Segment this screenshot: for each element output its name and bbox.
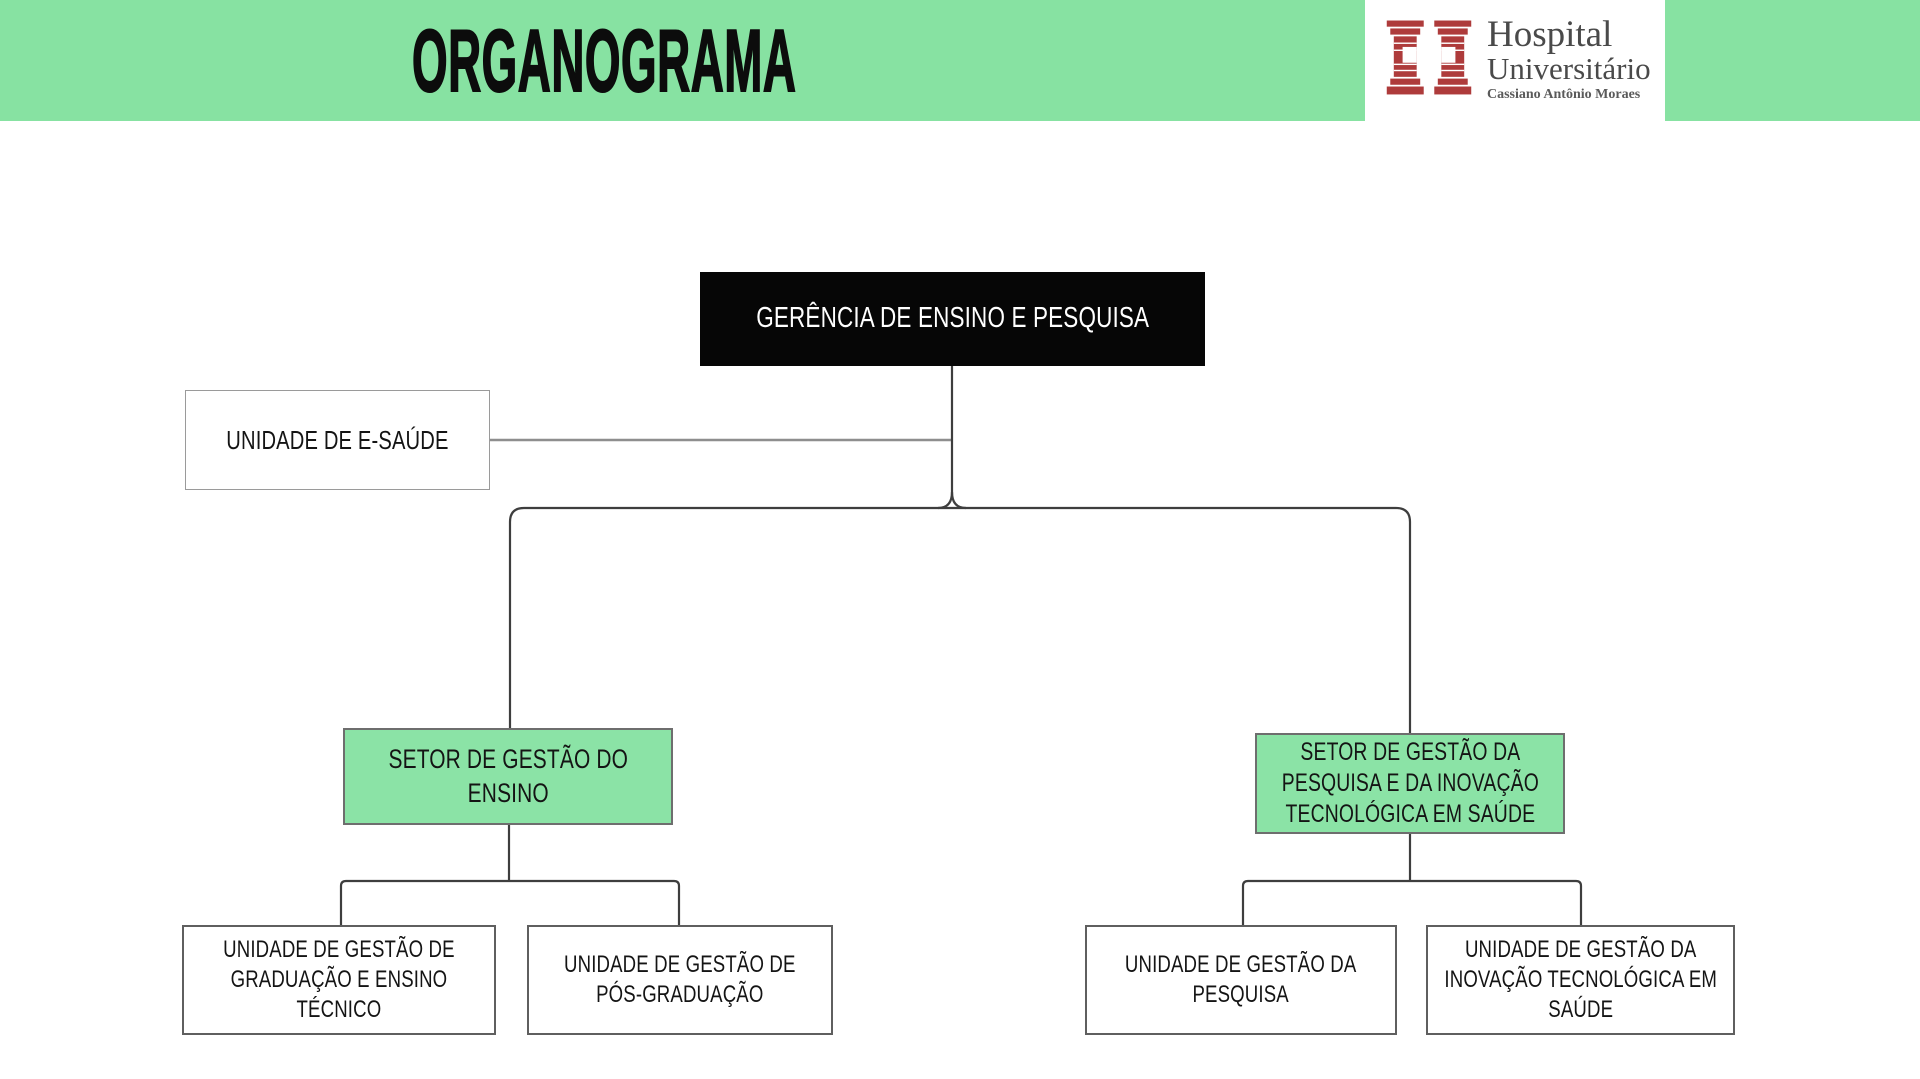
org-node-unidade-esaude: UNIDADE DE E-SAÚDE bbox=[185, 390, 490, 490]
connector-sectors bbox=[508, 506, 1412, 733]
org-node-unidade-pos-graduacao: UNIDADE DE GESTÃO DE PÓS-GRADUAÇÃO bbox=[527, 925, 833, 1035]
org-node-label: UNIDADE DE GESTÃO DE GRADUAÇÃO E ENSINO … bbox=[223, 936, 455, 1023]
hospital-logo-text: Hospital Universitário Cassiano Antônio … bbox=[1487, 16, 1651, 105]
org-node-label: SETOR DE GESTÃO DO ENSINO bbox=[388, 744, 628, 808]
connector-right-tee bbox=[1241, 879, 1583, 925]
org-node-setor-gestao-ensino: SETOR DE GESTÃO DO ENSINO bbox=[343, 728, 673, 825]
org-node-unidade-inovacao-tecnologica: UNIDADE DE GESTÃO DA INOVAÇÃO TECNOLÓGIC… bbox=[1426, 925, 1735, 1035]
org-node-unidade-pesquisa: UNIDADE DE GESTÃO DA PESQUISA bbox=[1085, 925, 1397, 1035]
connector-left-tee bbox=[339, 879, 681, 925]
org-node-label: GERÊNCIA DE ENSINO E PESQUISA bbox=[756, 302, 1149, 335]
hospital-columns-icon bbox=[1386, 20, 1472, 94]
hospital-logo: Hospital Universitário Cassiano Antônio … bbox=[1365, 0, 1665, 121]
logo-name-top: Hospital bbox=[1487, 13, 1613, 55]
org-node-label: UNIDADE DE E-SAÚDE bbox=[226, 424, 449, 455]
logo-subtitle: Cassiano Antônio Moraes bbox=[1487, 87, 1641, 103]
org-node-label: UNIDADE DE GESTÃO DE PÓS-GRADUAÇÃO bbox=[564, 951, 796, 1008]
connector-root-flare bbox=[937, 491, 967, 510]
mortar-lines bbox=[1393, 42, 1465, 71]
org-node-unidade-graduacao-ensino-tecnico: UNIDADE DE GESTÃO DE GRADUAÇÃO E ENSINO … bbox=[182, 925, 496, 1035]
org-node-label: SETOR DE GESTÃO DA PESQUISA E DA INOVAÇÃ… bbox=[1281, 738, 1539, 828]
logo-name-bottom: Universitário bbox=[1487, 50, 1651, 86]
page-title: ORGANOGRAMA bbox=[411, 11, 797, 110]
org-node-setor-gestao-pesquisa: SETOR DE GESTÃO DA PESQUISA E DA INOVAÇÃ… bbox=[1255, 733, 1565, 834]
org-node-gerencia-ensino-pesquisa: GERÊNCIA DE ENSINO E PESQUISA bbox=[700, 272, 1205, 366]
org-node-label: UNIDADE DE GESTÃO DA INOVAÇÃO TECNOLÓGIC… bbox=[1444, 936, 1717, 1023]
org-node-label: UNIDADE DE GESTÃO DA PESQUISA bbox=[1125, 951, 1357, 1008]
